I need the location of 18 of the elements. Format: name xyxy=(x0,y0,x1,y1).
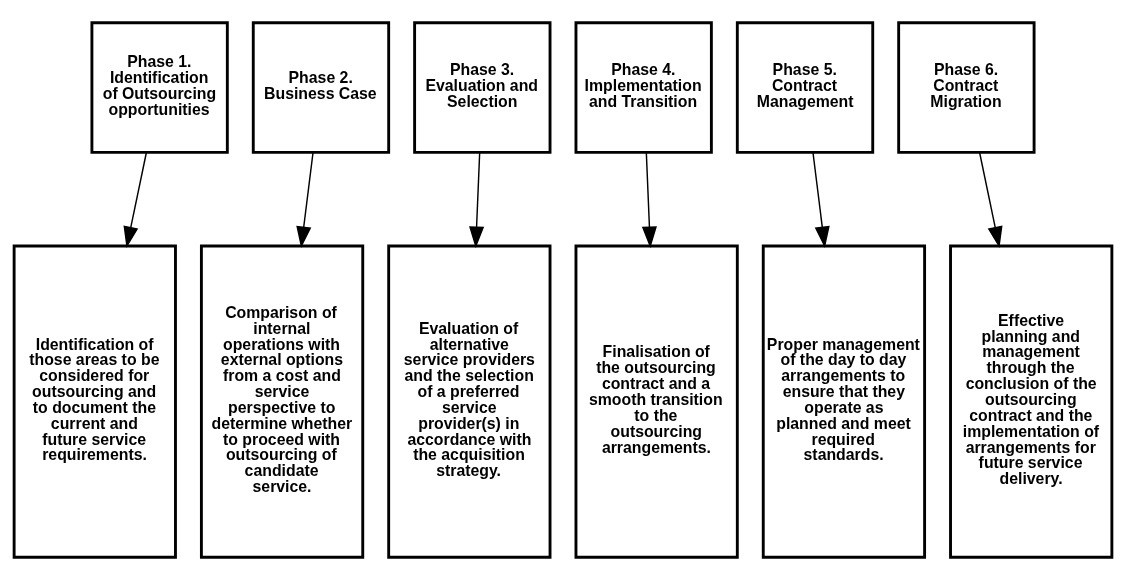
node-box: Phase 4. Implementation and Transition xyxy=(574,20,713,154)
arrow xyxy=(296,151,314,248)
node-box: Phase 1. Identification of Outsourcing opportunities xyxy=(90,20,229,154)
arrow xyxy=(641,151,657,248)
node-box: Phase 2. Business Case xyxy=(251,20,391,154)
node-box: Proper management of the day to day arrangements to ensure that they operate as planned and meet required standards. xyxy=(761,244,927,559)
node-box: Phase 3. Evaluation and Selection xyxy=(413,20,552,154)
node-box: Identification of those areas to be considered for outsourcing and to document the current and future service requirements. xyxy=(12,244,177,559)
node-box: Effective planning and management through the conclusion of the outsourcing contract and the implementation of arrangements for future service delivery. xyxy=(949,244,1114,559)
arrow xyxy=(978,151,1003,248)
node-box: Comparison of internal operations with external options from a cost and service perspective to determine whether to proceed with outsourcing of candidate service. xyxy=(199,244,365,559)
node-box: Phase 6. Contract Migration xyxy=(897,20,1036,154)
arrow xyxy=(812,151,830,248)
arrow xyxy=(469,151,485,248)
node-box: Finalisation of the outsourcing contract and a smooth transition to the outsourcing arrangements. xyxy=(574,244,739,559)
node-box: Phase 5. Contract Management xyxy=(735,20,875,154)
node-box: Evaluation of alternative service providers and the selection of a preferred service provider(s) in accordance with the acquisition strategy. xyxy=(387,244,552,559)
arrow xyxy=(123,151,148,248)
